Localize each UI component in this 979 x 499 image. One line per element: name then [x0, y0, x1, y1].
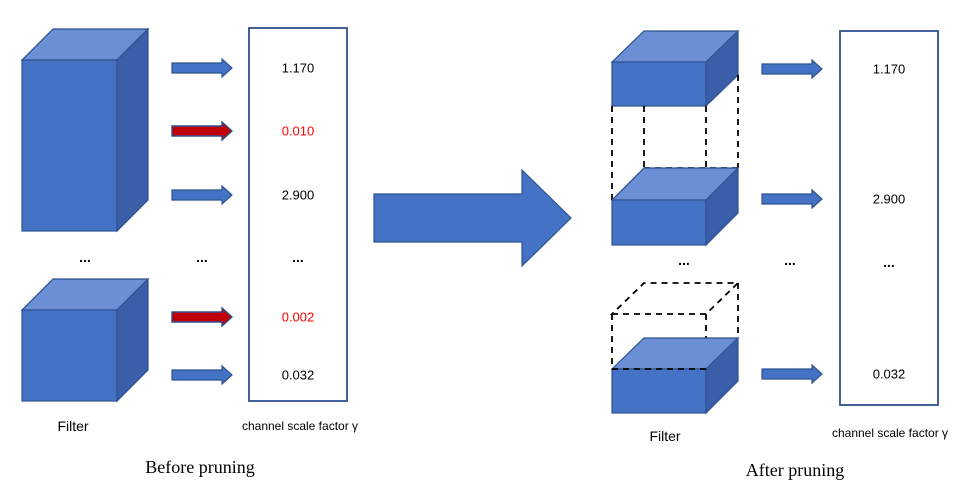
filter-label-after: Filter — [649, 428, 680, 444]
after-arrow-ellipsis: ... — [784, 252, 796, 268]
pruned-scale-value: 0.002 — [282, 309, 315, 324]
scale-value: 1.170 — [873, 61, 906, 76]
kept-filter-cube-1 — [610, 29, 740, 108]
filter-label-before: Filter — [57, 418, 88, 434]
scale-value: 1.170 — [282, 60, 315, 75]
channel-arrow — [761, 363, 823, 385]
arrow-ellipsis: ... — [196, 249, 208, 265]
after-arrows — [761, 58, 823, 385]
after-values: 1.170 2.900... 0.032 — [873, 61, 906, 381]
transition-arrow — [373, 168, 572, 268]
kept-filter-cube-2 — [610, 166, 740, 247]
before-arrows — [171, 57, 234, 386]
scale-factor-label-before: channel scale factor γ — [242, 419, 358, 433]
pruned-scale-value: 0.010 — [282, 123, 315, 138]
channel-arrow — [171, 184, 233, 206]
scale-factor-box-after — [839, 30, 939, 406]
scale-value-ellipsis: ... — [883, 254, 895, 270]
scale-value-ellipsis: ... — [292, 249, 304, 265]
filter-cube-small — [20, 277, 150, 403]
channel-arrow — [171, 57, 233, 79]
scale-value: 0.032 — [282, 367, 315, 382]
before-values: 1.170 0.010 2.900... 0.002 0.032 — [282, 60, 315, 382]
kept-filter-cube-3 — [610, 336, 740, 415]
filter-cube-large — [20, 27, 150, 233]
scale-value: 0.032 — [873, 366, 906, 381]
after-filter-ellipsis: ... — [678, 252, 690, 268]
channel-arrow — [761, 58, 823, 80]
channel-arrow — [171, 364, 233, 386]
pruned-channel-arrow — [171, 120, 234, 142]
caption-before: Before pruning — [145, 457, 254, 477]
scale-factor-box-before — [248, 27, 348, 402]
caption-after: After pruning — [746, 460, 844, 480]
channel-arrow — [761, 188, 823, 210]
pruned-channel-arrow — [171, 306, 234, 328]
scale-value: 2.900 — [282, 187, 315, 202]
scale-factor-label-after: channel scale factor γ — [832, 426, 948, 440]
filter-ellipsis: ... — [79, 249, 91, 265]
scale-value: 2.900 — [873, 191, 906, 206]
